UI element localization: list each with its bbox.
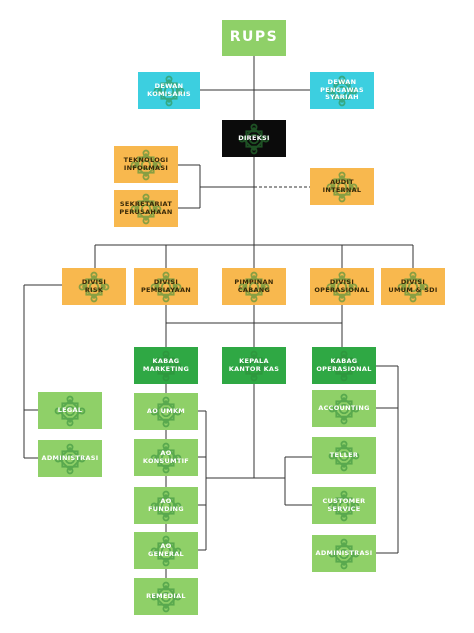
node-ao-funding: AO FUNDING <box>134 487 198 524</box>
node-legal: LEGAL <box>38 392 102 429</box>
ornament-icon <box>149 580 183 614</box>
ornament-icon <box>325 74 359 108</box>
ornament-icon <box>149 441 183 475</box>
node-sekretariat-perusahaan: SEKRETARIAT PERUSAHAAN <box>114 190 178 227</box>
node-ao-general-label: AO GENERAL <box>148 542 184 558</box>
node-rups-label: RUPS <box>229 29 279 46</box>
node-dewan-pengawas-label: DEWAN PENGAWAS SYARIAH <box>320 78 364 102</box>
node-legal-label: LEGAL <box>57 405 83 414</box>
node-kepala-kantor-kas: KEPALA KANTOR KAS <box>222 347 286 384</box>
node-accounting: ACCOUNTING <box>312 390 376 427</box>
ornament-icon <box>77 270 111 304</box>
ornament-icon <box>149 349 183 383</box>
node-divisi-pembiayaan: DIVISI PEMBIAYAAN <box>134 268 198 305</box>
ornament-icon <box>53 442 87 476</box>
node-kabag-marketing: KABAG MARKETING <box>134 347 198 384</box>
node-kepala-kantor-kas-label: KEPALA KANTOR KAS <box>228 357 280 373</box>
ornament-icon <box>327 439 361 473</box>
node-customer-service: CUSTOMER SERVICE <box>312 487 376 524</box>
node-divisi-umum-sdi: DIVISI UMUM & SDI <box>381 268 445 305</box>
node-dewan-komisaris-label: DEWAN KOMISARIS <box>147 82 191 98</box>
node-dewan-komisaris: DEWAN KOMISARIS <box>138 72 200 109</box>
ornament-icon <box>129 148 163 182</box>
node-divisi-risk: DIVISI RISK <box>62 268 126 305</box>
node-administrasi-right: ADMINISTRASI <box>312 535 376 572</box>
ornament-icon <box>327 489 361 523</box>
node-ao-funding-label: AO FUNDING <box>148 497 184 513</box>
node-teller-label: TELLER <box>329 450 359 459</box>
node-rups: RUPS <box>222 20 286 56</box>
ornament-icon <box>149 489 183 523</box>
ornament-icon <box>149 534 183 568</box>
node-pimpinan-cabang: PIMPINAN CABANG <box>222 268 286 305</box>
ornament-icon <box>152 74 186 108</box>
ornament-icon <box>129 192 163 226</box>
node-ao-konsumtif: AO KONSUMTIF <box>134 439 198 476</box>
node-teknologi-label: TEKNOLOGI INFORMASI <box>123 156 169 172</box>
node-kabag-operasional: KABAG OPERASIONAL <box>312 347 376 384</box>
ornament-icon <box>149 270 183 304</box>
ornament-icon <box>53 394 87 428</box>
node-divisi-operasional: DIVISI OPERASIONAL <box>310 268 374 305</box>
node-kabag-marketing-label: KABAG MARKETING <box>142 357 190 373</box>
node-audit-internal: AUDIT INTERNAL <box>310 168 374 205</box>
ornament-icon <box>237 349 271 383</box>
node-direksi: DIREKSI <box>222 120 286 157</box>
node-ao-umkm-label: AO UMKM <box>146 406 186 415</box>
node-pimpinan-cabang-label: PIMPINAN CABANG <box>234 278 274 294</box>
node-kabag-operasional-label: KABAG OPERASIONAL <box>316 357 372 373</box>
node-teller: TELLER <box>312 437 376 474</box>
node-accounting-label: ACCOUNTING <box>318 403 370 412</box>
node-teknologi-informasi: TEKNOLOGI INFORMASI <box>114 146 178 183</box>
node-ao-general: AO GENERAL <box>134 532 198 569</box>
node-remedial: REMEDIAL <box>134 578 198 615</box>
node-dewan-pengawas-syariah: DEWAN PENGAWAS SYARIAH <box>310 72 374 109</box>
node-administrasi-left-label: ADMINISTRASI <box>41 453 99 462</box>
ornament-icon <box>325 270 359 304</box>
ornament-icon <box>327 349 361 383</box>
node-ao-konsumtif-label: AO KONSUMTIF <box>142 449 190 465</box>
node-audit-label: AUDIT INTERNAL <box>322 178 362 194</box>
node-sekretariat-label: SEKRETARIAT PERUSAHAAN <box>119 200 173 216</box>
node-divisi-operasional-label: DIVISI OPERASIONAL <box>314 278 370 294</box>
node-remedial-label: REMEDIAL <box>146 591 186 600</box>
node-divisi-umum-label: DIVISI UMUM & SDI <box>388 278 438 294</box>
node-direksi-label: DIREKSI <box>238 133 270 142</box>
node-customer-service-label: CUSTOMER SERVICE <box>322 497 366 513</box>
node-administrasi-left: ADMINISTRASI <box>38 440 102 477</box>
node-administrasi-right-label: ADMINISTRASI <box>315 548 373 557</box>
ornament-icon <box>237 122 271 156</box>
ornament-icon <box>327 392 361 426</box>
ornament-icon <box>325 170 359 204</box>
ornament-icon <box>237 270 271 304</box>
node-ao-umkm: AO UMKM <box>134 393 198 430</box>
node-divisi-risk-label: DIVISI RISK <box>81 278 107 294</box>
ornament-icon <box>396 270 430 304</box>
ornament-icon <box>149 395 183 429</box>
ornament-icon <box>327 537 361 571</box>
node-divisi-pembiayaan-label: DIVISI PEMBIAYAAN <box>140 278 192 294</box>
